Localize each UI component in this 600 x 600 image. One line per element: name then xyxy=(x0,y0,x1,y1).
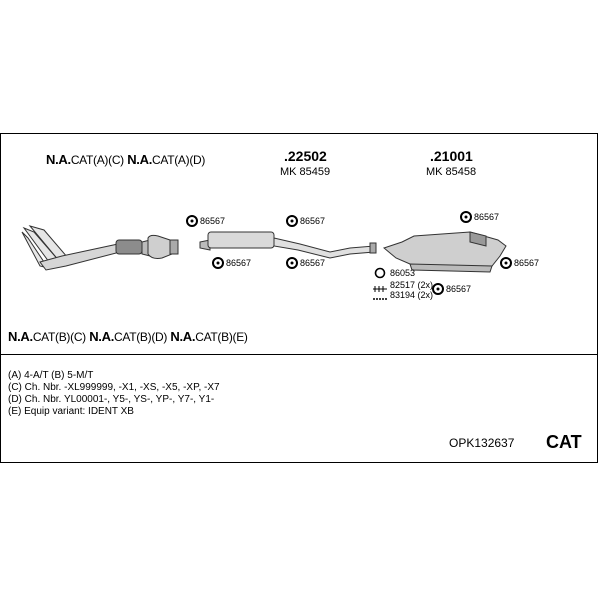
front-pipe-drawing xyxy=(21,225,151,271)
part-86567-2: 86567 xyxy=(226,258,252,268)
part-86567-5: 86567 xyxy=(474,212,500,222)
rubber-hanger-icon xyxy=(186,214,198,232)
variant-label-bottom: N.A.CAT(B)(C) N.A.CAT(B)(D) N.A.CAT(B)(E… xyxy=(8,329,248,344)
part-86567-1: 86567 xyxy=(200,216,226,226)
variant-label-top-left: N.A.CAT(A)(C) N.A.CAT(A)(D) xyxy=(46,152,206,167)
sealing-ring-icon xyxy=(374,266,386,284)
rubber-hanger-icon xyxy=(460,210,472,228)
mk-number-right: MK 85458 xyxy=(426,166,477,178)
rubber-hanger-icon xyxy=(286,214,298,232)
notes-divider xyxy=(0,354,598,355)
clamp-icon xyxy=(372,280,388,298)
catalytic-converter-drawing xyxy=(147,234,179,259)
note-line: (C) Ch. Nbr. -XL999999, -X1, -XS, -X5, -… xyxy=(8,382,220,393)
bolt-icon xyxy=(372,290,388,308)
note-line: (D) Ch. Nbr. YL00001-, Y5-, YS-, YP-, Y7… xyxy=(8,394,215,405)
part-number-middle: .22502 xyxy=(284,148,327,164)
rubber-hanger-icon xyxy=(212,256,224,274)
note-line: (A) 4-A/T (B) 5-M/T xyxy=(8,370,94,381)
note-line: (E) Equip variant: IDENT XB xyxy=(8,406,134,417)
part-86567-3: 86567 xyxy=(300,216,326,226)
part-86567-6: 86567 xyxy=(514,258,540,268)
part-86053: 86053 xyxy=(390,268,416,278)
part-86567-7: 86567 xyxy=(446,284,472,294)
part-number-right: .21001 xyxy=(430,148,473,164)
rubber-hanger-icon xyxy=(286,256,298,274)
catalogue-code: OPK132637 xyxy=(449,436,515,450)
rear-muffler-drawing xyxy=(382,231,507,273)
notes-block: (A) 4-A/T (B) 5-M/T (C) Ch. Nbr. -XL9999… xyxy=(8,370,220,418)
middle-muffler-drawing xyxy=(199,231,377,259)
rubber-hanger-icon xyxy=(432,282,444,300)
rubber-hanger-icon xyxy=(500,256,512,274)
part-86567-4: 86567 xyxy=(300,258,326,268)
part-82517: 82517 (2x) xyxy=(390,280,434,290)
part-83194: 83194 (2x) xyxy=(390,290,434,300)
mk-number-middle: MK 85459 xyxy=(280,166,331,178)
category-label: CAT xyxy=(546,432,582,452)
diagram-frame xyxy=(0,133,598,463)
exhaust-system-drawing xyxy=(21,225,507,273)
